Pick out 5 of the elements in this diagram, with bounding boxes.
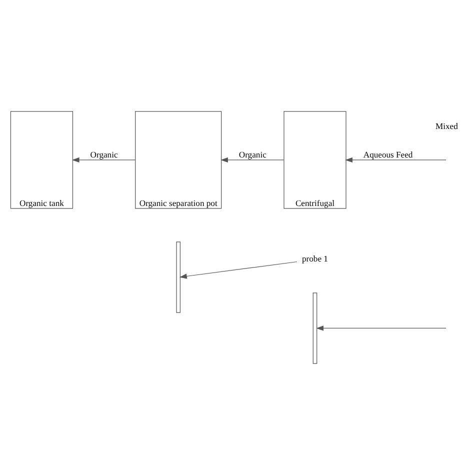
node-text: probe 1 — [302, 253, 328, 264]
label: Mixed — [436, 120, 458, 131]
edge-label: Organic — [238, 149, 266, 160]
edge-label: Organic — [90, 149, 118, 160]
edge-label: Aqueous Feed — [363, 149, 413, 160]
